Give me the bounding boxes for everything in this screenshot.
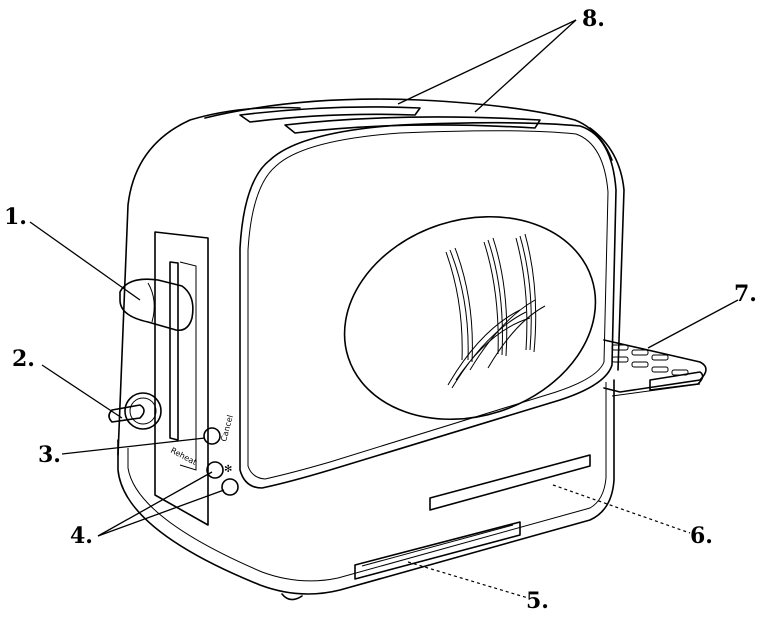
callout-7: 7.: [734, 281, 757, 307]
leader-4b: [97, 489, 225, 537]
cancel-button-label: Cancel: [219, 414, 235, 443]
callout-2: 2.: [12, 346, 35, 372]
leader-6: [552, 484, 691, 534]
callout-3: 3.: [38, 442, 61, 468]
slide-out-tray-slots: [611, 344, 689, 376]
leader-3: [61, 437, 206, 455]
browning-control-dial-inner: [129, 397, 157, 425]
bread-lever-handle-face: [147, 282, 155, 323]
crumb-tray-front: [354, 521, 521, 580]
callout-6: 6.: [690, 523, 713, 549]
leader-7: [647, 299, 739, 349]
toaster-back-top: [204, 98, 613, 161]
callout-8: 8.: [582, 6, 605, 32]
slide-out-tray: [603, 339, 707, 393]
leader-5: [407, 561, 529, 599]
toaster-side-body: [117, 106, 301, 456]
cord-storage-slot: [429, 454, 591, 511]
decorative-wave-lines: [445, 233, 546, 389]
callout-4: 4.: [70, 523, 93, 549]
decorative-oval-window: [343, 215, 597, 421]
bread-slot-rear: [239, 106, 421, 123]
control-panel-rail: [179, 261, 197, 471]
browning-control-dial[interactable]: [124, 392, 162, 430]
defrost-snowflake-icon: ✻: [224, 464, 232, 475]
bread-lever-handle[interactable]: [119, 278, 194, 332]
toaster-base: [117, 379, 615, 595]
defrost-button[interactable]: [221, 478, 239, 496]
leader-2: [41, 364, 123, 419]
callout-1: 1.: [4, 204, 27, 230]
toaster-front-shell: [239, 121, 617, 489]
control-panel-plate: [154, 231, 209, 526]
browning-control-knob[interactable]: [108, 404, 145, 423]
reheat-button-label: Reheat: [169, 446, 198, 467]
leader-4a: [97, 471, 213, 537]
toaster-back-right: [589, 127, 625, 371]
reheat-button[interactable]: [206, 461, 224, 479]
toaster-base-inner-edge: [127, 382, 607, 582]
control-panel-slot-track: [169, 261, 179, 441]
callout-5: 5.: [526, 588, 549, 613]
crumb-tray-line: [361, 524, 514, 567]
leader-1: [29, 221, 141, 301]
slide-out-tray-rail: [611, 383, 701, 397]
bread-slot-front: [284, 116, 541, 134]
toaster-foot: [281, 593, 303, 601]
cancel-button[interactable]: [203, 427, 221, 445]
leader-8b: [474, 19, 577, 113]
toaster-front-shell-inner: [247, 130, 609, 480]
leader-8a: [397, 19, 577, 105]
